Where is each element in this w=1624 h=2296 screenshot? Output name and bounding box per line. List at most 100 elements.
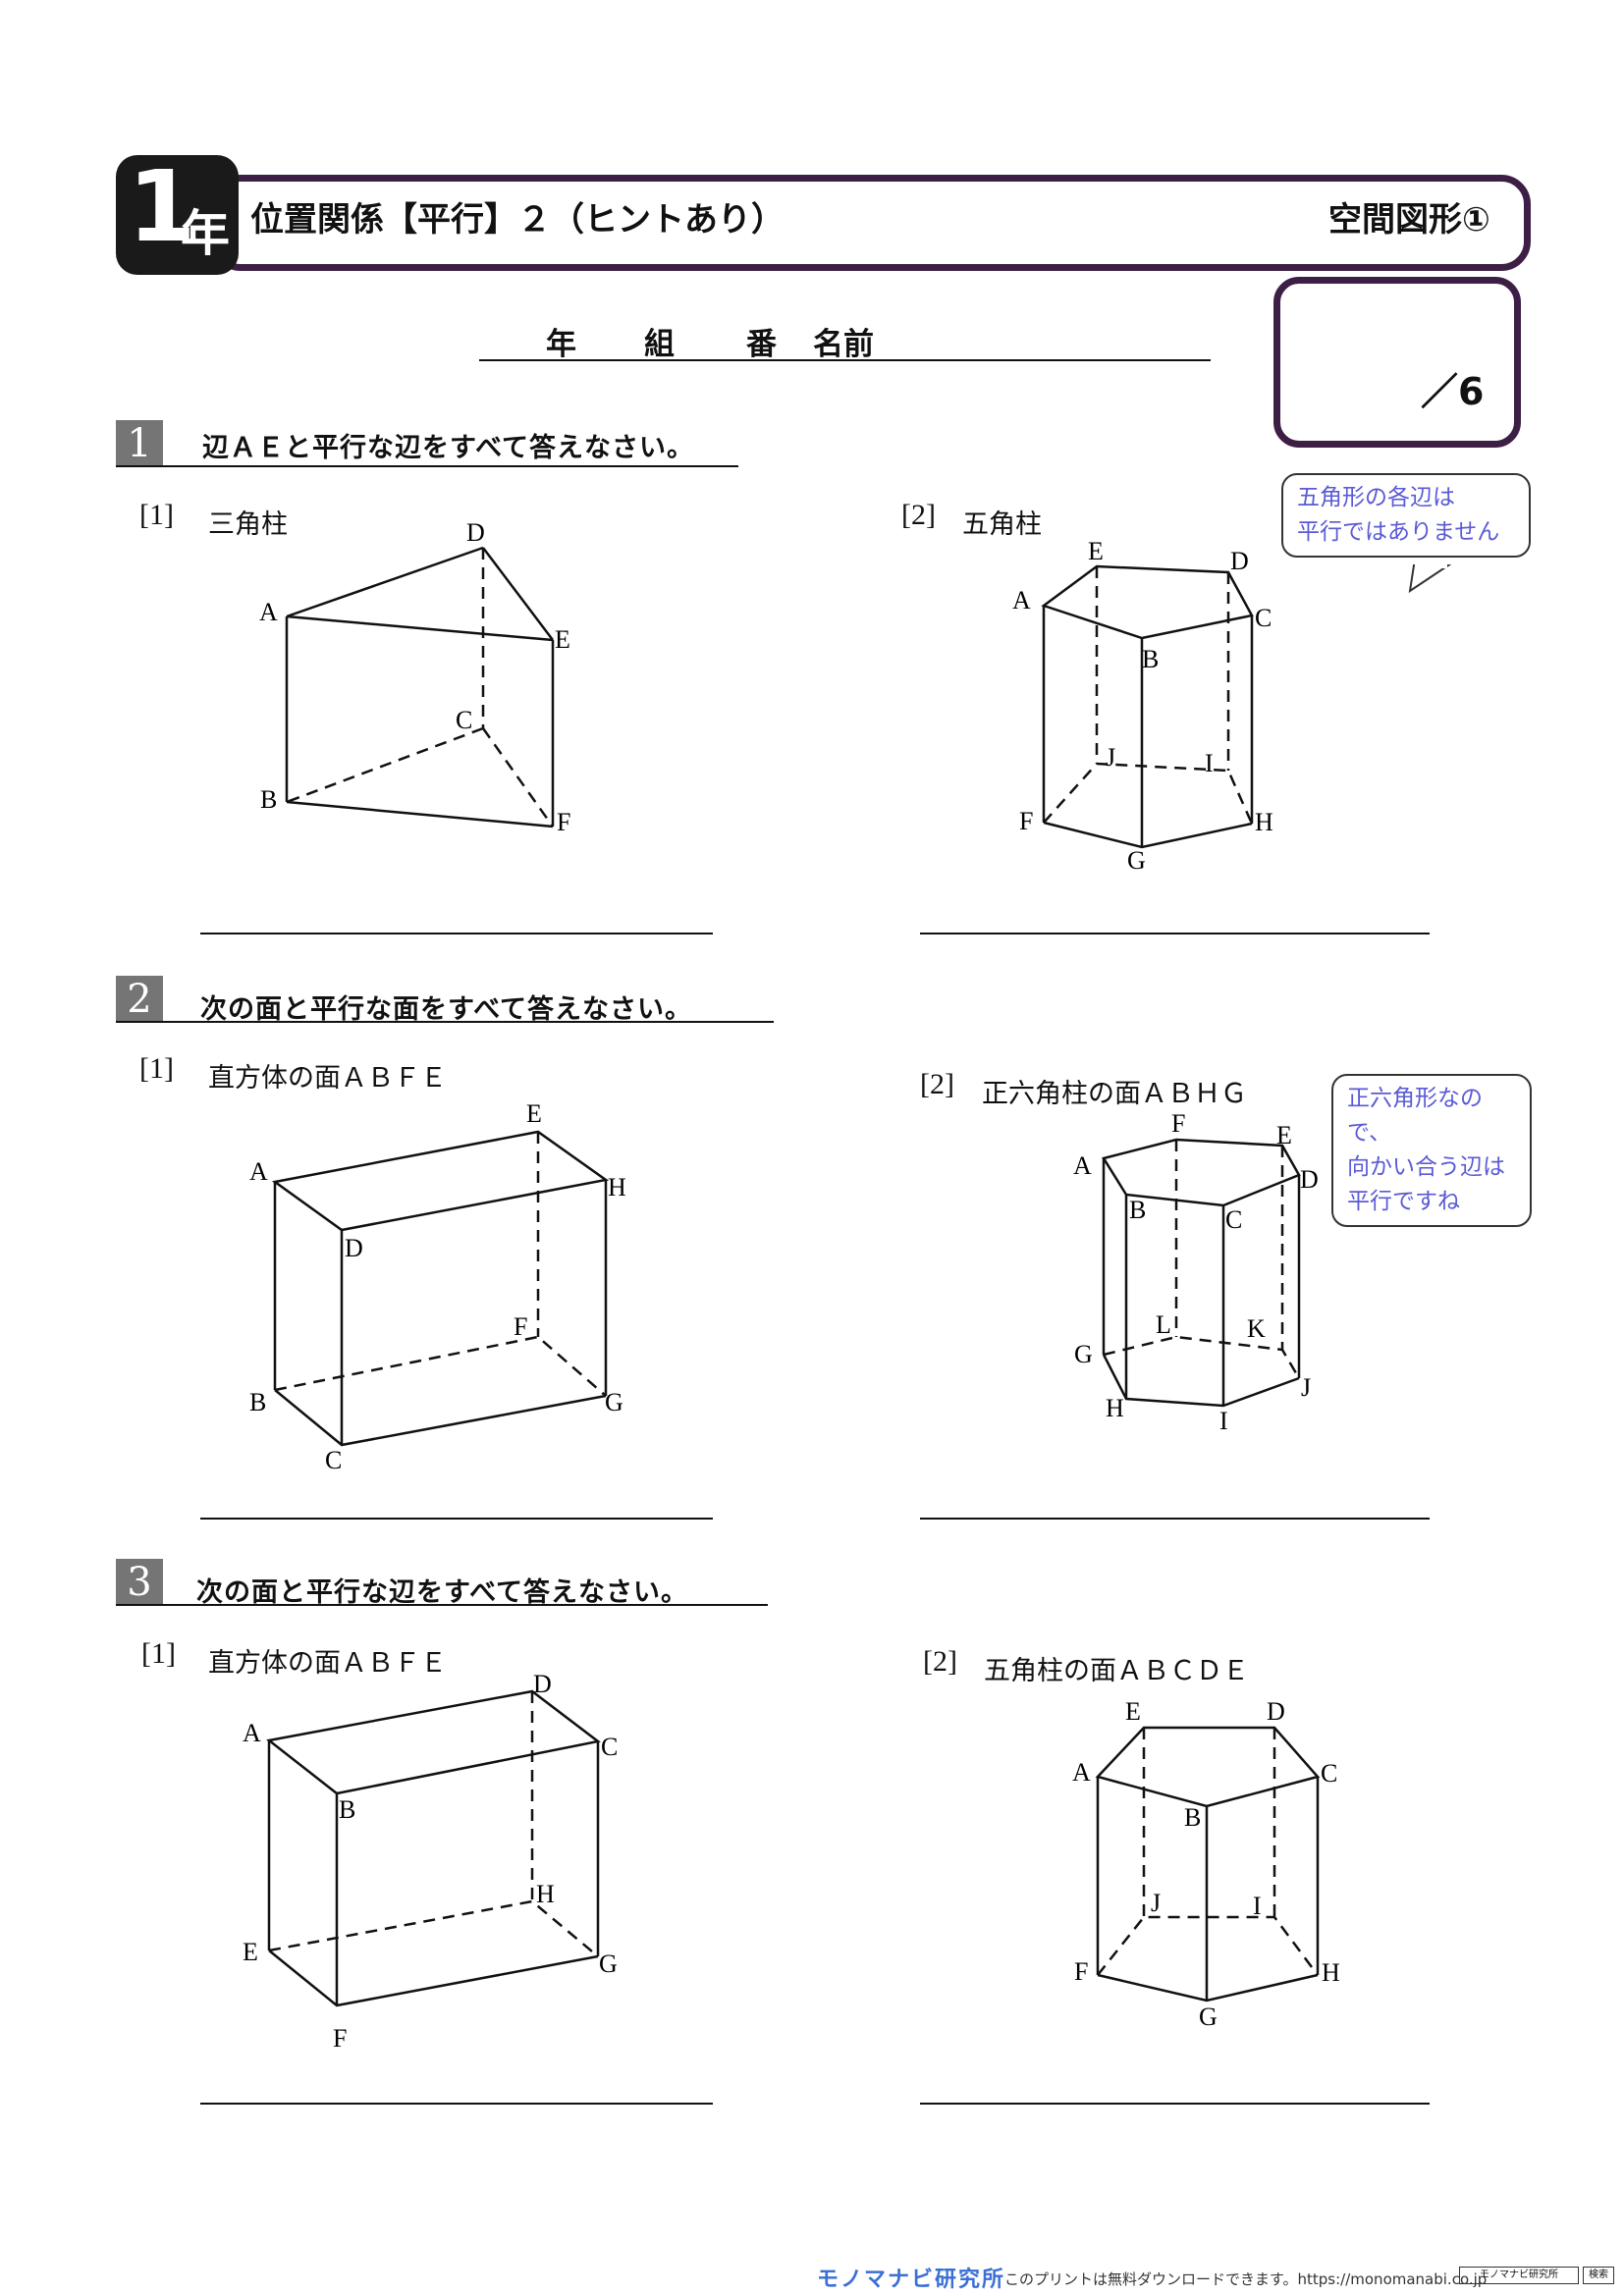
footer-search-box[interactable]: モノマナビ研究所 bbox=[1459, 2267, 1579, 2284]
answer-line-3-2 bbox=[920, 2103, 1430, 2105]
fig4-label-B: B bbox=[1129, 1196, 1146, 1224]
fig5-label-G: G bbox=[599, 1949, 618, 1978]
fig6-label-G: G bbox=[1199, 2002, 1218, 2031]
fig1-label-B: B bbox=[260, 785, 277, 814]
fig4-label-E: E bbox=[1276, 1121, 1292, 1149]
fig2-label-E: E bbox=[1088, 537, 1104, 565]
fig5-label-B: B bbox=[339, 1795, 355, 1824]
answer-line-1-2 bbox=[920, 933, 1430, 934]
title-bar bbox=[211, 175, 1531, 271]
q1-2-label: 五角柱 bbox=[962, 509, 1042, 540]
worksheet-title: 位置関係【平行】２（ヒントあり） bbox=[250, 200, 785, 240]
fig4-label-I: I bbox=[1219, 1407, 1228, 1435]
fig2-label-F: F bbox=[1019, 807, 1033, 835]
hint-1-tail bbox=[1408, 564, 1452, 594]
fig1-label-A: A bbox=[259, 598, 278, 626]
fig3-label-H: H bbox=[608, 1173, 626, 1201]
hint-1-line-1: 五角形の各辺は bbox=[1297, 485, 1455, 510]
hint-2-line-1: 正六角形なので、 bbox=[1347, 1086, 1483, 1146]
class-label: 組 bbox=[644, 327, 675, 362]
section-1-instruction: 辺ＡＥと平行な辺をすべて答えなさい。 bbox=[202, 433, 695, 463]
section-1-underline bbox=[116, 465, 738, 467]
section-3-instruction: 次の面と平行な辺をすべて答えなさい。 bbox=[196, 1577, 689, 1608]
fig4-label-C: C bbox=[1225, 1205, 1242, 1234]
fig4-label-L: L bbox=[1156, 1310, 1171, 1339]
fig4-label-F: F bbox=[1171, 1109, 1185, 1138]
fig3-label-E: E bbox=[526, 1099, 542, 1128]
fig5-label-E: E bbox=[243, 1938, 258, 1966]
fig3-label-G: G bbox=[605, 1388, 623, 1416]
q2-2-label: 正六角柱の面ＡＢＨＧ bbox=[982, 1079, 1247, 1109]
q3-1-number: [1] bbox=[141, 1637, 176, 1670]
q3-2-number: [2] bbox=[923, 1645, 957, 1678]
score-text: ／6 bbox=[1421, 370, 1485, 413]
name-line bbox=[479, 324, 1211, 361]
fig6-label-F: F bbox=[1074, 1957, 1088, 1986]
fig3-label-A: A bbox=[249, 1157, 268, 1186]
fig2-label-G: G bbox=[1127, 846, 1146, 875]
fig2-label-D: D bbox=[1230, 547, 1249, 575]
year-label: 年 bbox=[546, 327, 576, 362]
name-label: 名前 bbox=[813, 327, 874, 362]
hint-bubble-2: 正六角形なので、 向かい合う辺は 平行ですね bbox=[1331, 1074, 1532, 1227]
fig6-label-J: J bbox=[1151, 1889, 1161, 1917]
worksheet-topic: 空間図形① bbox=[1328, 200, 1490, 240]
grade-number: 1 bbox=[128, 149, 196, 264]
hint-bubble-1: 五角形の各辺は 平行ではありません bbox=[1281, 473, 1531, 558]
fig4-label-G: G bbox=[1074, 1340, 1093, 1368]
fig4-label-K: K bbox=[1247, 1314, 1266, 1343]
fig4-label-D: D bbox=[1300, 1165, 1319, 1194]
q1-1-number: [1] bbox=[139, 499, 174, 531]
fig6-label-C: C bbox=[1321, 1759, 1337, 1788]
fig4-label-A: A bbox=[1073, 1151, 1092, 1180]
fig5-label-F: F bbox=[333, 2024, 347, 2053]
fig5-label-D: D bbox=[533, 1670, 552, 1698]
fig6-label-A: A bbox=[1072, 1758, 1091, 1787]
q2-1-label: 直方体の面ＡＢＦＥ bbox=[208, 1063, 447, 1094]
fig6-label-E: E bbox=[1125, 1697, 1141, 1726]
fig3-label-B: B bbox=[249, 1388, 266, 1416]
section-2-number: 2 bbox=[116, 976, 163, 1023]
fig2-label-A: A bbox=[1012, 586, 1031, 614]
fig5-label-C: C bbox=[601, 1733, 618, 1761]
q3-1-label: 直方体の面ＡＢＦＥ bbox=[208, 1648, 447, 1679]
fig5-label-A: A bbox=[243, 1719, 261, 1747]
footer-text: このプリントは無料ダウンロードできます。https://monomanabi.c… bbox=[1004, 2270, 1488, 2288]
section-3-underline bbox=[116, 1604, 768, 1606]
hint-1-line-2: 平行ではありません bbox=[1297, 519, 1500, 545]
answer-line-2-2 bbox=[920, 1518, 1430, 1520]
fig6-label-B: B bbox=[1184, 1803, 1201, 1832]
fig2-label-J: J bbox=[1106, 743, 1115, 772]
fig2-label-H: H bbox=[1255, 808, 1273, 836]
q1-1-label: 三角柱 bbox=[208, 509, 288, 540]
section-1-number: 1 bbox=[116, 420, 163, 467]
footer-logo[interactable]: モノマナビ研究所 bbox=[817, 2268, 1006, 2292]
answer-line-1-1 bbox=[200, 933, 713, 934]
fig5-label-H: H bbox=[536, 1880, 555, 1908]
q2-2-number: [2] bbox=[920, 1068, 954, 1100]
score-box bbox=[1273, 277, 1521, 448]
section-3-number: 3 bbox=[116, 1559, 163, 1606]
fig6-label-D: D bbox=[1267, 1697, 1285, 1726]
q1-2-number: [2] bbox=[901, 499, 936, 531]
hint-2-line-3: 平行ですね bbox=[1347, 1189, 1460, 1214]
fig6-label-I: I bbox=[1253, 1892, 1262, 1920]
footer-search-button[interactable]: 検索 bbox=[1583, 2267, 1614, 2284]
fig1-label-C: C bbox=[456, 706, 472, 734]
section-2-underline bbox=[116, 1021, 774, 1023]
fig1-label-E: E bbox=[555, 625, 570, 654]
hint-2-line-2: 向かい合う辺は bbox=[1347, 1154, 1505, 1180]
fig4-label-H: H bbox=[1106, 1394, 1124, 1422]
q3-2-label: 五角柱の面ＡＢＣＤＥ bbox=[984, 1656, 1249, 1686]
fig2-label-B: B bbox=[1142, 645, 1159, 673]
fig3-label-F: F bbox=[514, 1312, 527, 1341]
grade-unit: 年 bbox=[181, 205, 230, 262]
fig1-label-D: D bbox=[466, 518, 485, 547]
fig1-label-F: F bbox=[557, 808, 570, 836]
fig6-label-H: H bbox=[1322, 1958, 1340, 1987]
